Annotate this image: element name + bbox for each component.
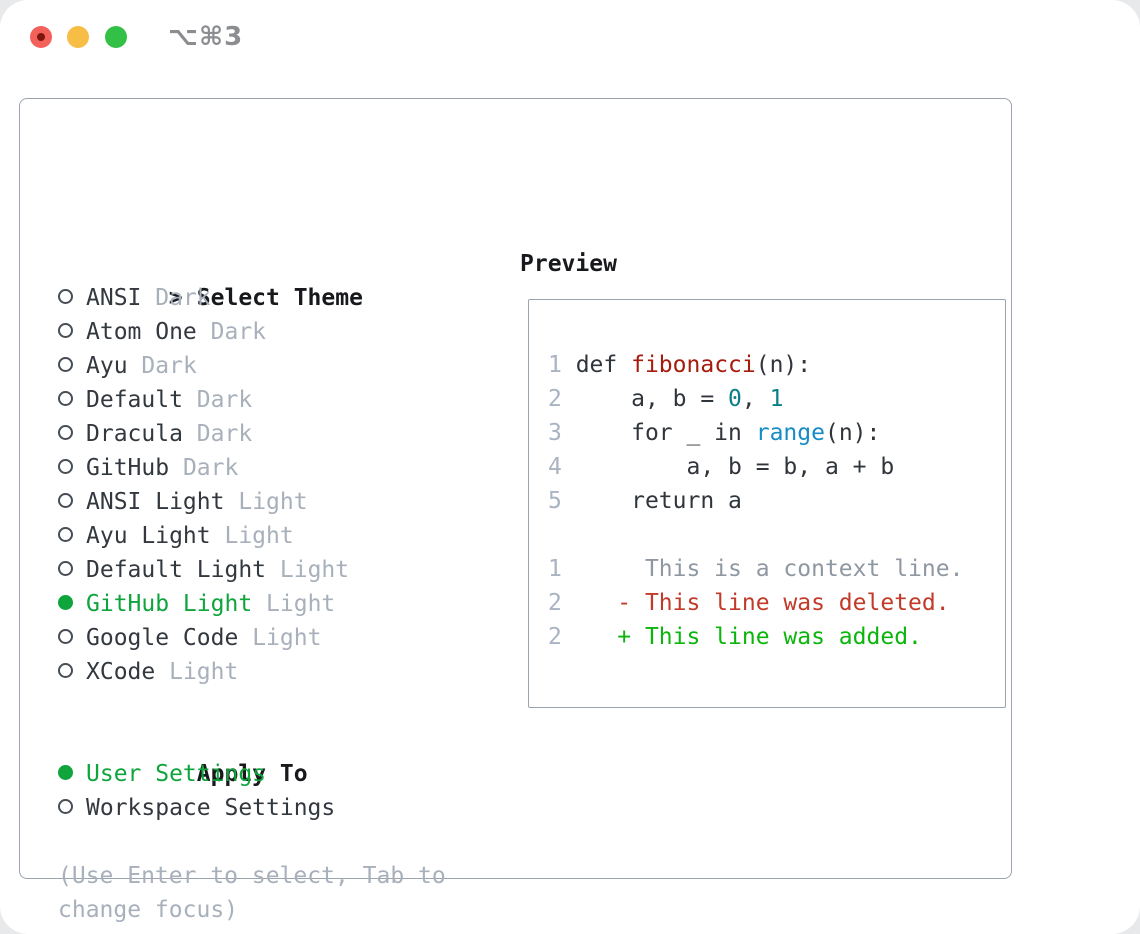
theme-option-label: ANSI xyxy=(86,285,142,311)
theme-variant-label: Light xyxy=(252,625,322,651)
preview-line: 4 a, b = b, a + b xyxy=(548,454,895,480)
minimize-button[interactable] xyxy=(67,26,89,48)
theme-option-google-code[interactable]: Google Code Light xyxy=(58,621,446,655)
theme-option-ansi-light[interactable]: ANSI Light Light xyxy=(58,485,446,519)
theme-option-label: ANSI Light xyxy=(86,489,225,515)
theme-option-label: GitHub xyxy=(86,455,170,481)
theme-option-github[interactable]: GitHub Dark xyxy=(58,451,446,485)
close-button-dot xyxy=(37,33,45,41)
select-theme-header: Select Theme xyxy=(196,285,363,311)
theme-option-ansi[interactable]: ANSI Dark xyxy=(58,281,446,315)
radio-icon xyxy=(58,289,73,304)
radio-icon xyxy=(58,391,73,406)
cursor-icon: > xyxy=(168,285,183,311)
spacer xyxy=(58,689,446,723)
apply-to-header: Apply To xyxy=(196,761,308,787)
theme-option-label: Default Light xyxy=(86,557,267,583)
radio-icon xyxy=(58,663,73,678)
line-number: 1 xyxy=(548,556,562,582)
theme-option-label: Google Code xyxy=(86,625,239,651)
preview-line xyxy=(548,518,963,552)
maximize-button[interactable] xyxy=(105,26,127,48)
apply-option-label: User Settings xyxy=(86,761,267,787)
theme-option-default-light[interactable]: Default Light Light xyxy=(58,553,446,587)
preview-line: 2 a, b = 0, 1 xyxy=(548,386,784,412)
help-text-line-2: change focus) xyxy=(58,897,239,923)
preview-line: 1 def fibonacci(n): xyxy=(548,352,812,378)
line-number: 5 xyxy=(548,488,562,514)
preview-line: 1 This is a context line. xyxy=(548,556,964,582)
radio-selected-icon xyxy=(58,595,73,610)
theme-option-label: GitHub Light xyxy=(86,591,253,617)
theme-option-default[interactable]: Default Dark xyxy=(58,383,446,417)
theme-option-ayu-light[interactable]: Ayu Light Light xyxy=(58,519,446,553)
line-number: 1 xyxy=(548,352,562,378)
line-number: 2 xyxy=(548,386,562,412)
apply-option-user-settings[interactable]: User Settings xyxy=(58,757,446,791)
theme-option-dracula[interactable]: Dracula Dark xyxy=(58,417,446,451)
theme-variant-label: Light xyxy=(279,557,350,583)
radio-icon xyxy=(58,799,73,814)
theme-variant-label: Dark xyxy=(182,455,239,481)
radio-icon xyxy=(58,425,73,440)
apply-option-label: Workspace Settings xyxy=(86,795,336,821)
preview-line: 5 return a xyxy=(548,488,742,514)
theme-variant-label: Dark xyxy=(196,387,253,413)
preview-box: 1 def fibonacci(n): 2 a, b = 0, 1 3 for _ … xyxy=(528,299,1006,708)
theme-option-atom-one[interactable]: Atom One Dark xyxy=(58,315,446,349)
apply-to-header-row: Apply To xyxy=(58,723,446,787)
radio-icon xyxy=(58,357,73,372)
line-number: 4 xyxy=(548,454,562,480)
theme-variant-label: Light xyxy=(266,591,336,617)
theme-option-label: Dracula xyxy=(86,421,183,447)
spacer xyxy=(58,825,446,859)
preview-line: 3 for _ in range(n): xyxy=(548,420,881,446)
theme-variant-label: Dark xyxy=(196,421,253,447)
theme-option-label: Default xyxy=(86,387,183,413)
preview-line: 2 - This line was deleted. xyxy=(548,590,950,616)
theme-variant-label: Light xyxy=(169,659,239,685)
line-number: 2 xyxy=(548,624,562,650)
close-button[interactable] xyxy=(30,26,52,48)
radio-icon xyxy=(58,323,73,338)
theme-option-xcode[interactable]: XCode Light xyxy=(58,655,446,689)
theme-option-label: Ayu Light xyxy=(86,523,211,549)
theme-variant-label: Light xyxy=(238,489,308,515)
radio-selected-icon xyxy=(58,765,73,780)
help-text-line-1: (Use Enter to select, Tab to xyxy=(58,863,446,889)
radio-icon xyxy=(58,493,73,508)
theme-option-ayu[interactable]: Ayu Dark xyxy=(58,349,446,383)
preview-header: Preview xyxy=(520,251,617,277)
line-number: 3 xyxy=(548,420,562,446)
theme-option-label: Ayu xyxy=(86,353,128,379)
radio-icon xyxy=(58,629,73,644)
radio-icon xyxy=(58,459,73,474)
preview-code: 1 def fibonacci(n): 2 a, b = 0, 1 3 for _ … xyxy=(548,348,963,654)
radio-icon xyxy=(58,527,73,542)
radio-icon xyxy=(58,561,73,576)
apply-option-workspace-settings[interactable]: Workspace Settings xyxy=(58,791,446,825)
select-theme-header-row: > Select Theme xyxy=(58,247,446,311)
window-title: ⌥⌘3 xyxy=(168,22,244,52)
theme-variant-label: Dark xyxy=(210,319,267,345)
theme-option-label: XCode xyxy=(86,659,156,685)
theme-variant-label: Light xyxy=(224,523,294,549)
preview-line: 2 + This line was added. xyxy=(548,624,922,650)
theme-variant-label: Dark xyxy=(155,285,211,311)
line-number: 2 xyxy=(548,590,562,616)
theme-option-github-light[interactable]: GitHub Light Light xyxy=(58,587,446,621)
theme-variant-label: Dark xyxy=(141,353,197,379)
theme-option-label: Atom One xyxy=(86,319,197,345)
